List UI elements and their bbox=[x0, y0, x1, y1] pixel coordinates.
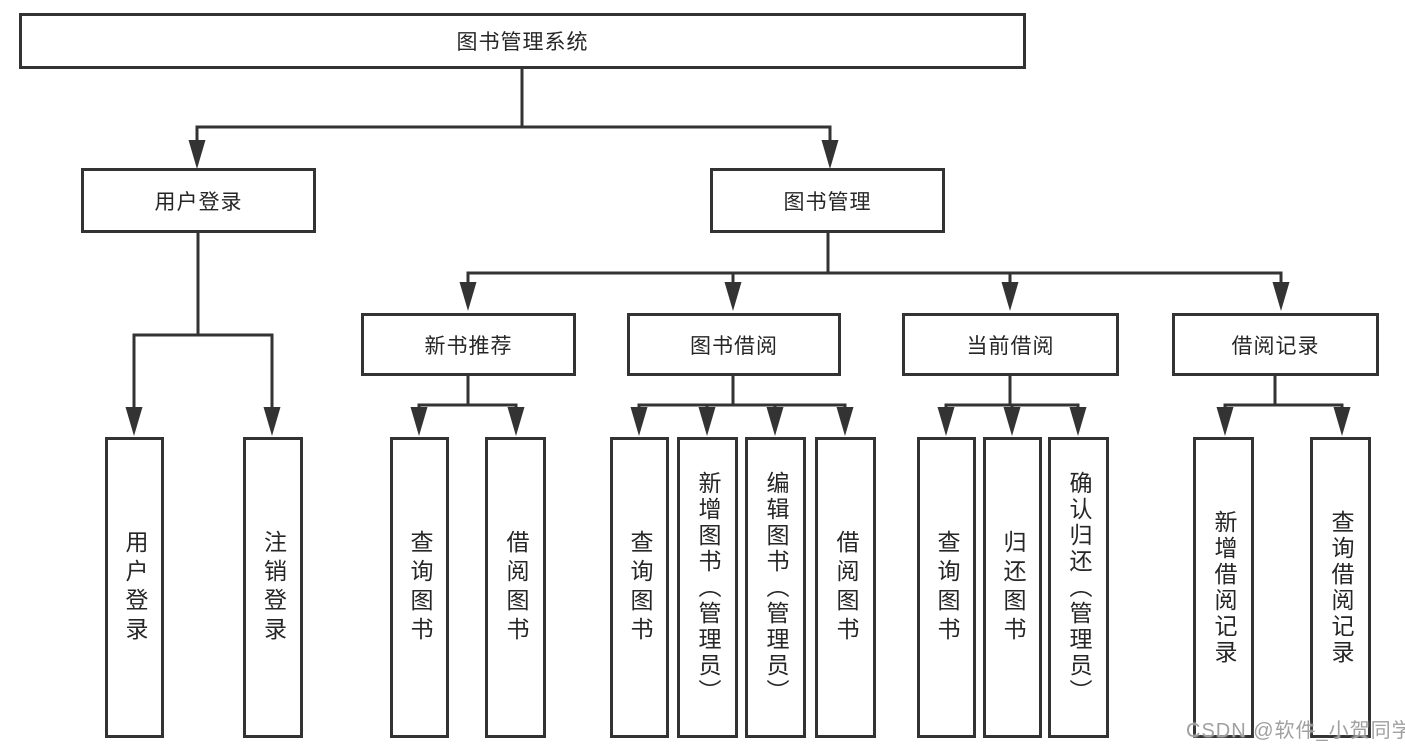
leaf-query-borrow-record: 查询借阅记录 bbox=[1310, 437, 1371, 738]
leaf-confirm-return-admin-label: 确认归还（管理员） bbox=[1066, 470, 1092, 705]
leaf-query-borrow-record-label: 查询借阅记录 bbox=[1328, 509, 1354, 666]
leaf-borrow-books: 借阅图书 bbox=[815, 437, 876, 738]
node-current-borrow-label: 当前借阅 bbox=[966, 334, 1055, 358]
leaf-confirm-return-admin: 确认归还（管理员） bbox=[1048, 437, 1109, 738]
node-book-management: 图书管理 bbox=[710, 168, 945, 233]
leaf-newrec-query-books: 查询图书 bbox=[390, 437, 449, 738]
node-borrow-records: 借阅记录 bbox=[1172, 313, 1379, 376]
leaf-add-borrow-record-label: 新增借阅记录 bbox=[1211, 509, 1237, 666]
leaf-borrow-books-label: 借阅图书 bbox=[833, 529, 859, 646]
leaf-newrec-query-books-label: 查询图书 bbox=[407, 529, 433, 646]
node-book-borrow-label: 图书借阅 bbox=[690, 334, 778, 358]
node-book-management-label: 图书管理 bbox=[783, 190, 872, 214]
leaf-newrec-borrow-books-label: 借阅图书 bbox=[503, 529, 529, 646]
node-root: 图书管理系统 bbox=[19, 13, 1026, 69]
leaf-add-books-admin-label: 新增图书（管理员） bbox=[695, 470, 721, 705]
node-user-login-label: 用户登录 bbox=[154, 190, 243, 214]
leaf-return-books-label: 归还图书 bbox=[1000, 529, 1026, 646]
node-new-book-recommend: 新书推荐 bbox=[361, 313, 576, 376]
node-book-borrow: 图书借阅 bbox=[627, 313, 841, 376]
node-user-login: 用户登录 bbox=[81, 168, 316, 233]
node-borrow-records-label: 借阅记录 bbox=[1231, 334, 1320, 358]
leaf-borrow-query-books-label: 查询图书 bbox=[627, 529, 653, 646]
leaf-current-query-books-label: 查询图书 bbox=[934, 529, 960, 646]
leaf-current-query-books: 查询图书 bbox=[917, 437, 976, 738]
leaf-borrow-query-books: 查询图书 bbox=[610, 437, 669, 738]
node-current-borrow: 当前借阅 bbox=[902, 313, 1119, 376]
node-new-book-recommend-label: 新书推荐 bbox=[424, 334, 513, 358]
leaf-add-borrow-record: 新增借阅记录 bbox=[1193, 437, 1254, 738]
leaf-add-books-admin: 新增图书（管理员） bbox=[677, 437, 738, 738]
leaf-user-login-label: 用户登录 bbox=[122, 529, 148, 646]
leaf-edit-books-admin: 编辑图书（管理员） bbox=[745, 437, 806, 738]
leaf-logout: 注销登录 bbox=[243, 437, 303, 738]
node-root-label: 图书管理系统 bbox=[456, 31, 589, 54]
leaf-edit-books-admin-label: 编辑图书（管理员） bbox=[763, 470, 789, 705]
leaf-user-login: 用户登录 bbox=[105, 437, 164, 738]
csdn-watermark: CSDN @软件_小贺同学 bbox=[1186, 720, 1405, 742]
leaf-newrec-borrow-books: 借阅图书 bbox=[485, 437, 546, 738]
leaf-return-books: 归还图书 bbox=[983, 437, 1042, 738]
leaf-logout-label: 注销登录 bbox=[260, 529, 287, 646]
